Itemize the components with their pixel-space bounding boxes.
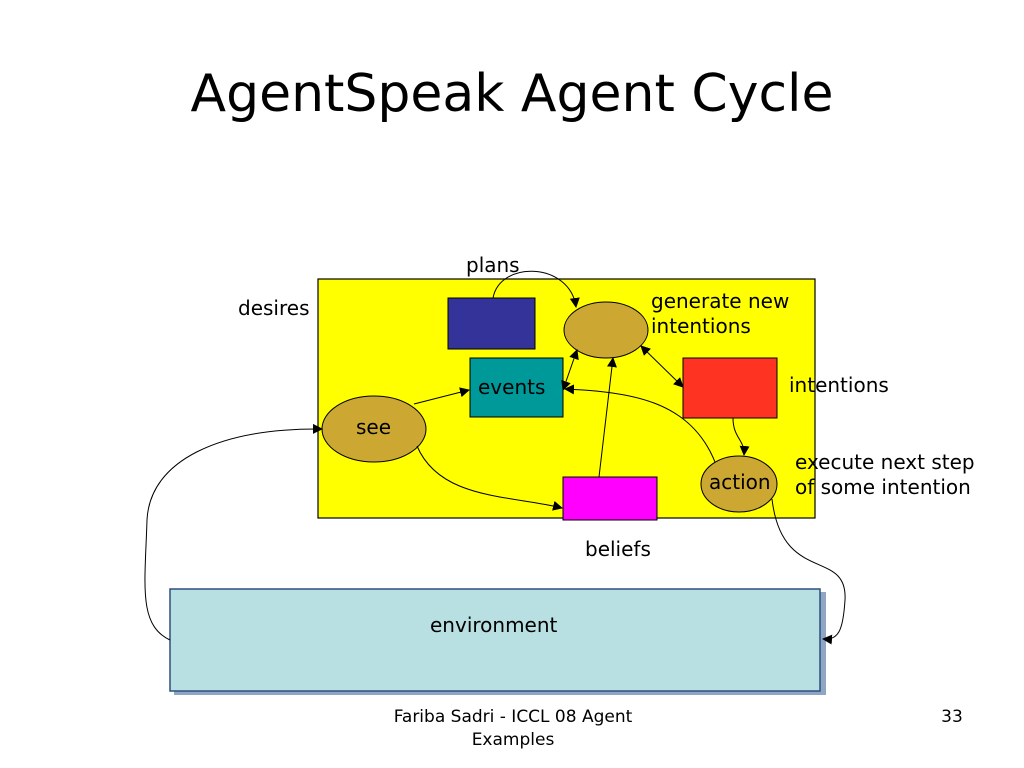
arrow-action-to-events <box>564 384 716 463</box>
arrow-generate-intentions <box>640 345 684 388</box>
execute-next-step-label: execute next step of some intention <box>795 450 975 499</box>
plans-box <box>447 297 536 350</box>
generate-new-intentions-label: generate new intentions <box>651 289 790 338</box>
arrow-see-to-events <box>413 387 470 405</box>
arrow-intentions-to-action <box>732 417 750 456</box>
environment-box <box>169 588 821 692</box>
desires-label: desires <box>238 296 310 320</box>
arrow-beliefs-to-generate <box>598 357 617 478</box>
action-label: action <box>709 470 771 494</box>
intentions-box <box>682 357 778 419</box>
events-label: events <box>478 375 546 399</box>
action-ellipse <box>700 455 778 513</box>
footer-text: Fariba Sadri - ICCL 08 Agent Examples <box>393 707 633 750</box>
beliefs-box <box>562 476 658 521</box>
arrow-see-to-beliefs <box>416 445 563 511</box>
arrow-events-generate <box>561 349 579 391</box>
events-box <box>469 357 564 418</box>
beliefs-label: beliefs <box>585 537 651 561</box>
slide-title: AgentSpeak Agent Cycle <box>190 64 834 124</box>
page-number: 33 <box>941 707 963 727</box>
intentions-label: intentions <box>789 373 889 397</box>
arrow-action-to-environment <box>771 498 846 645</box>
arrow-plans-to-generate <box>492 270 580 308</box>
plans-label: plans <box>466 253 520 277</box>
arrow-environment-to-see <box>144 423 323 641</box>
see-label: see <box>356 415 392 439</box>
environment-label: environment <box>430 613 558 637</box>
generate-intentions-ellipse <box>563 301 649 359</box>
